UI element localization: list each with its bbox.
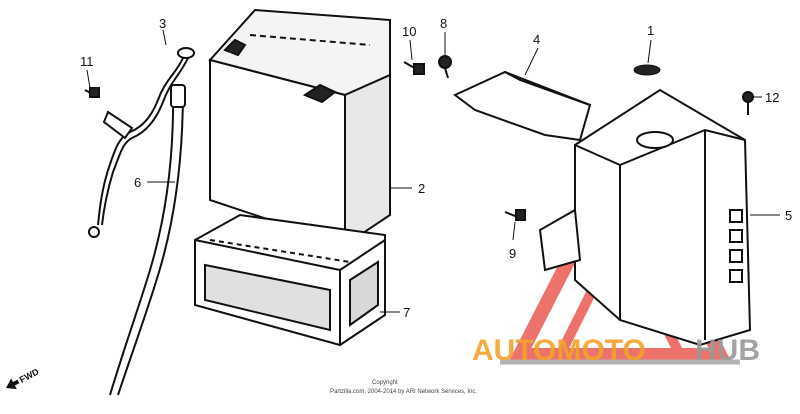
callout-6: 6 bbox=[134, 175, 141, 190]
bolt-12 bbox=[742, 91, 754, 115]
fwd-indicator: FWD bbox=[6, 366, 41, 390]
callout-12: 12 bbox=[765, 90, 779, 105]
bolt-10 bbox=[403, 61, 425, 75]
bolt-9 bbox=[504, 209, 526, 221]
callout-3: 3 bbox=[159, 16, 166, 31]
callout-7: 7 bbox=[403, 305, 410, 320]
callout-5: 5 bbox=[785, 208, 792, 223]
callout-11: 11 bbox=[80, 54, 94, 69]
vent-tube bbox=[109, 84, 186, 396]
battery bbox=[208, 8, 391, 247]
grommet bbox=[633, 64, 661, 76]
battery-holder-plate bbox=[453, 70, 592, 142]
callout-2: 2 bbox=[418, 181, 425, 196]
copyright-line-1: Copyright bbox=[372, 380, 398, 386]
battery-cable bbox=[88, 47, 195, 238]
fwd-label: FWD bbox=[18, 366, 41, 385]
battery-tray bbox=[194, 213, 386, 347]
callout-8: 8 bbox=[440, 16, 447, 31]
bolt-8 bbox=[438, 55, 452, 79]
watermark-text-automoto: AUTOMOTO bbox=[472, 334, 646, 367]
leader-lines bbox=[86, 29, 780, 313]
callout-1: 1 bbox=[647, 23, 654, 38]
battery-case-bracket bbox=[538, 88, 752, 347]
copyright-line-2: Partzilla.com, 2004-2014 by ARI Network … bbox=[330, 389, 477, 395]
callout-9: 9 bbox=[509, 246, 516, 261]
watermark-text-hub: HUB bbox=[695, 334, 760, 367]
fwd-arrow-icon bbox=[6, 378, 20, 390]
callout-4: 4 bbox=[533, 32, 540, 47]
callout-10: 10 bbox=[402, 24, 416, 39]
bolt-11 bbox=[84, 87, 100, 98]
